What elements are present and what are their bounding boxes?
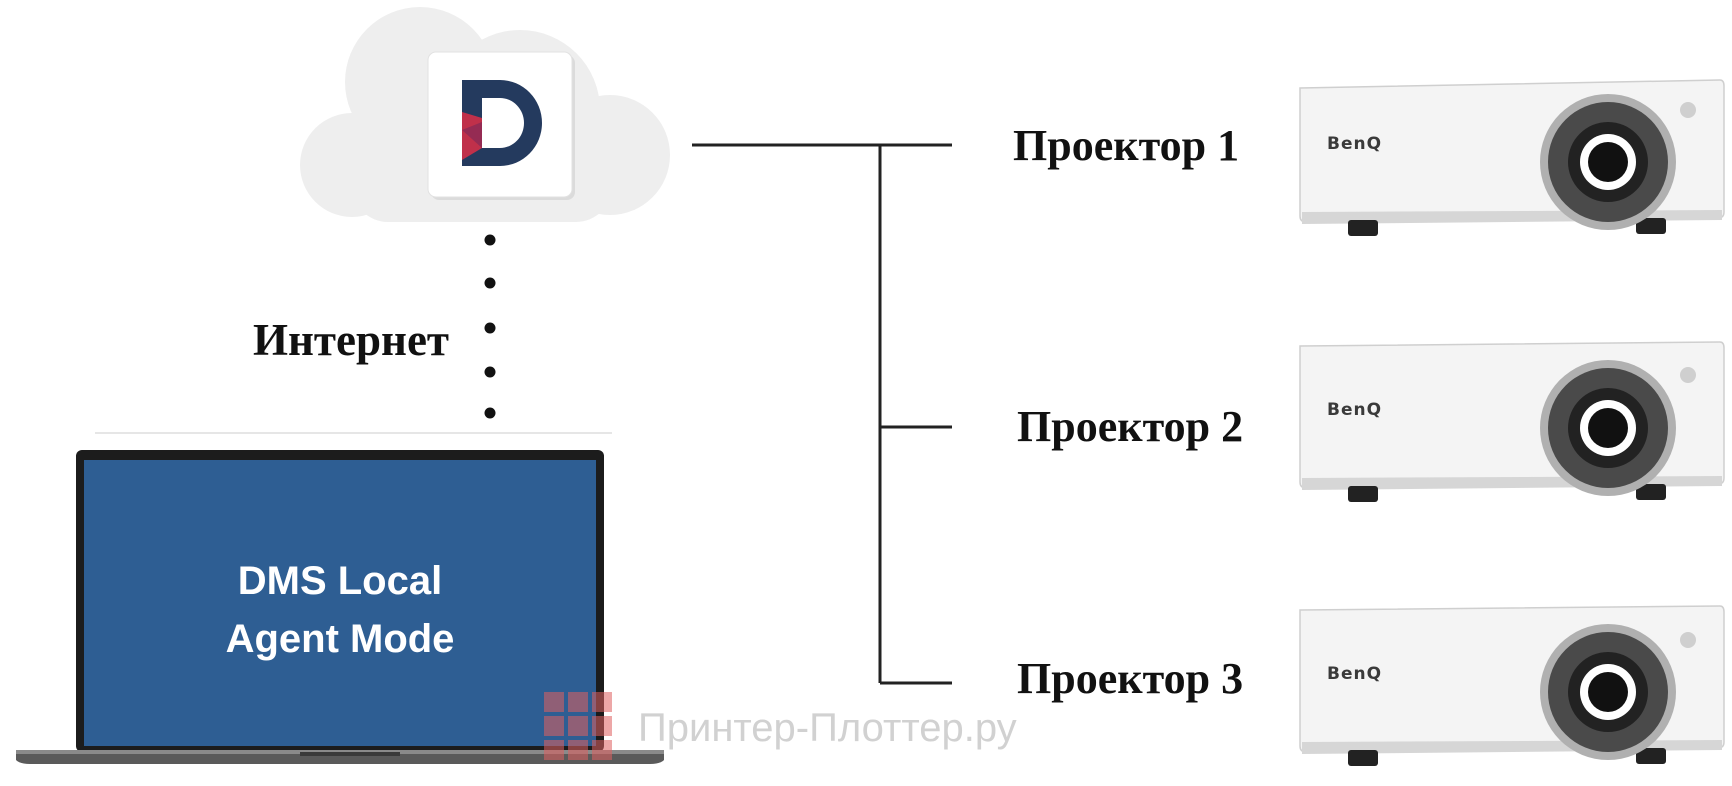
projector-1-brand: BenQ [1327, 134, 1383, 154]
projector-2-brand: BenQ [1327, 400, 1383, 420]
dms-d-logo-icon [427, 51, 575, 200]
laptop-screen-text: DMS Local Agent Mode [86, 552, 594, 668]
watermark-text: Принтер-Плоттер.ру [638, 706, 1017, 750]
projector-3-brand: BenQ [1327, 664, 1383, 684]
laptop-icon [16, 432, 664, 764]
network-connector-lines [692, 143, 952, 685]
projector-2-icon [1299, 341, 1725, 502]
watermark-logo-icon [544, 692, 612, 760]
projector-3-label: Проектор 3 [1017, 654, 1244, 703]
laptop-screen-line-2: Agent Mode [225, 617, 455, 661]
projector-2-label: Проектор 2 [1017, 402, 1244, 451]
internet-dotted-link [484, 234, 496, 419]
laptop-screen-line-1: DMS Local [237, 559, 443, 603]
projector-3-icon [1299, 605, 1725, 766]
internet-label: Интернет [253, 315, 450, 365]
projector-1-label: Проектор 1 [1013, 121, 1240, 170]
projector-1-icon [1299, 79, 1725, 236]
